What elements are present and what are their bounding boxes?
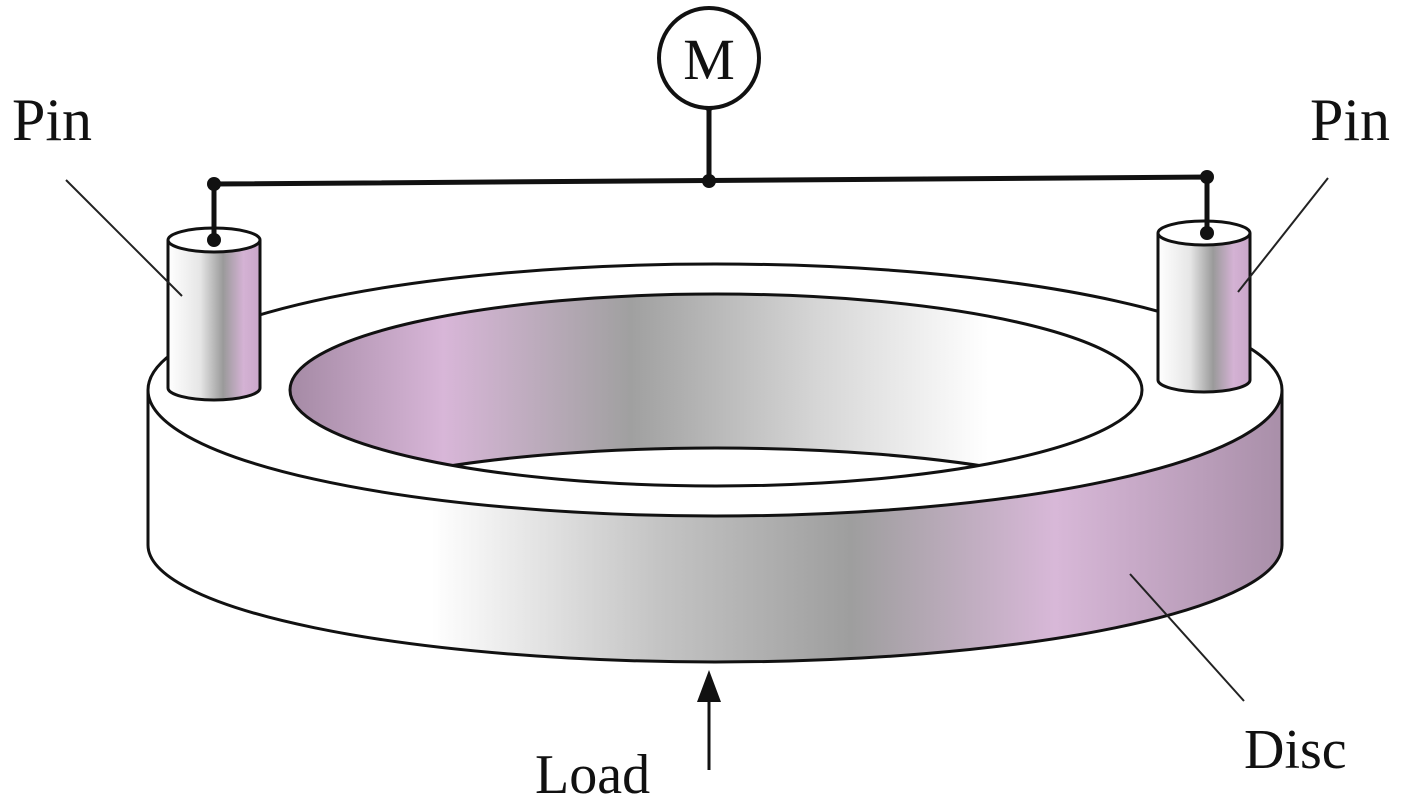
pin-right-label: Pin (1310, 87, 1390, 153)
load-arrow (697, 670, 721, 770)
motor-symbol: M (657, 6, 761, 110)
motor-wiring (207, 99, 1214, 247)
pin-left-label: Pin (12, 87, 92, 153)
pin-right-leader (1237, 177, 1329, 293)
disc-inner-bottom-edge (290, 446, 1142, 486)
disc-inner-hole (290, 294, 1142, 486)
load-label: Load (535, 744, 650, 806)
pin-right (1156, 219, 1252, 394)
disc-label: Disc (1244, 719, 1347, 781)
disc-leader (1129, 573, 1245, 702)
pin-left (166, 226, 262, 402)
pin-left-leader (65, 179, 183, 297)
disc (146, 262, 1284, 664)
motor-label: M (683, 27, 735, 92)
